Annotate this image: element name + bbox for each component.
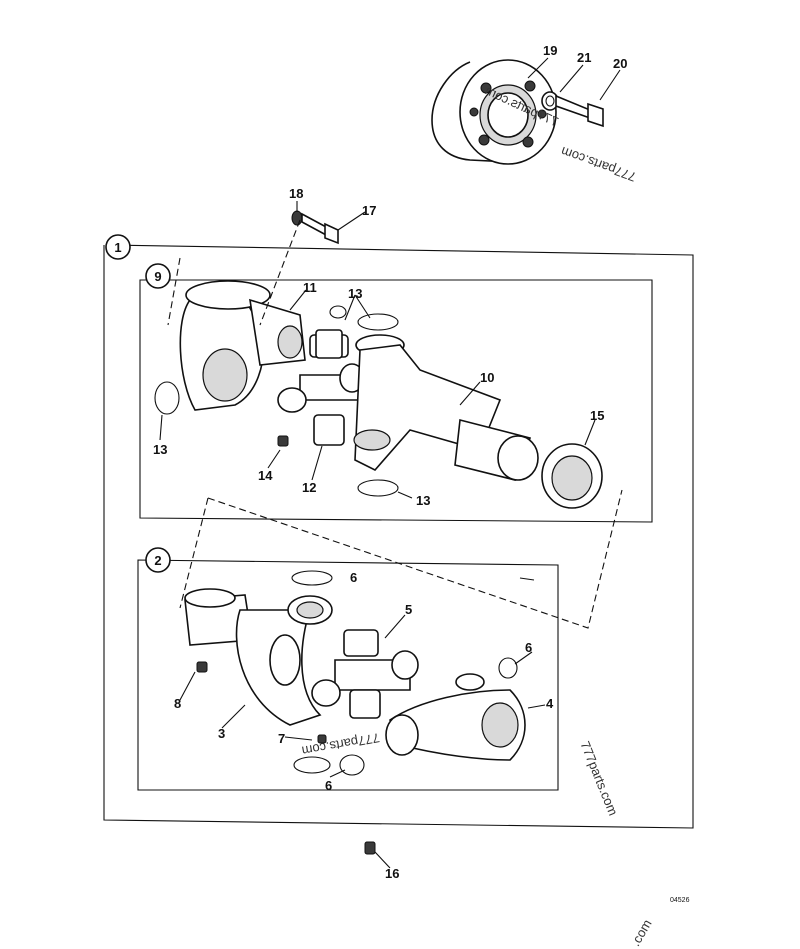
callout-13: 13: [153, 442, 167, 457]
assembly-dash-lines: [167, 219, 623, 629]
yoke-4: [385, 673, 526, 761]
yoke-3: [184, 588, 333, 726]
circlips-6: [291, 570, 518, 776]
callout-10: 10: [480, 370, 494, 385]
watermark: .com: [628, 917, 655, 949]
group-number-1: 1: [114, 240, 121, 255]
watermark: 777parts.com: [559, 144, 638, 185]
callout-13: 13: [348, 286, 362, 301]
callout-3: 3: [218, 726, 225, 741]
seal-15: [541, 443, 603, 509]
callout-8: 8: [174, 696, 181, 711]
callout-17: 17: [362, 203, 376, 218]
callout-6: 6: [525, 640, 532, 655]
group-circle: [145, 263, 171, 289]
callout-20: 20: [613, 56, 627, 71]
watermark: 777parts.com: [301, 730, 381, 758]
callout-18: 18: [289, 186, 303, 201]
coupling-disc: [431, 59, 557, 165]
group-circle: [105, 234, 131, 260]
callout-16: 16: [385, 866, 399, 881]
leader-lines: [159, 57, 621, 869]
callout-15: 15: [590, 408, 604, 423]
bolt-20: [555, 94, 604, 128]
callout-12: 12: [302, 480, 316, 495]
callout-14: 14: [258, 468, 273, 483]
plug-16: [364, 841, 376, 855]
grease-nipple-14: [277, 435, 289, 447]
washer-21: [541, 91, 559, 111]
callout-13: 13: [416, 493, 430, 508]
cross-12: [277, 329, 366, 446]
group-number-9: 9: [154, 269, 161, 284]
callout-4: 4: [546, 696, 554, 711]
group-1-frame: [103, 244, 694, 829]
group-2-frame: [137, 559, 559, 791]
group-9-frame: [139, 279, 653, 523]
callout-11: 11: [303, 280, 317, 295]
circlips-13: [154, 305, 399, 497]
callout-19: 19: [543, 43, 557, 58]
callout-6: 6: [350, 570, 357, 585]
grease-nipple-7: [317, 734, 327, 744]
drawing-number: 04526: [670, 897, 690, 904]
group-number-2: 2: [154, 553, 161, 568]
callout-21: 21: [577, 50, 591, 65]
bolt-17: [291, 210, 339, 245]
cross-5: [311, 629, 419, 719]
slip-yoke-10: [353, 334, 539, 481]
callout-7: 7: [278, 731, 285, 746]
grease-nipple-8: [196, 661, 208, 673]
callout-6: 6: [325, 778, 332, 793]
group-circle: [145, 547, 171, 573]
callout-5: 5: [405, 602, 412, 617]
watermark: 777parts.com: [577, 739, 620, 818]
